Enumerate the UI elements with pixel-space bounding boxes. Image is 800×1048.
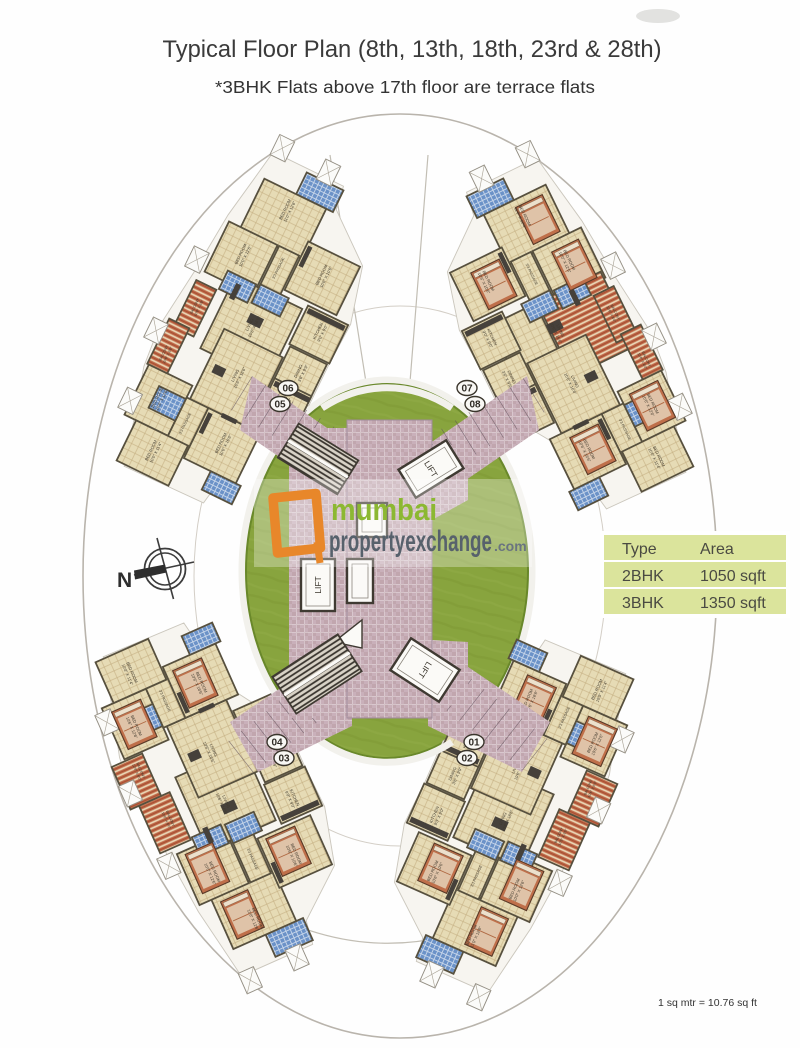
svg-text:10'6" X 6'0": 10'6" X 6'0" <box>161 811 172 830</box>
svg-text:BALCONY: BALCONY <box>610 304 621 321</box>
svg-text:BALCONY: BALCONY <box>135 762 146 780</box>
svg-text:10'6" X 6'0": 10'6" X 6'0" <box>558 828 569 847</box>
svg-text:propertyexchange: propertyexchange <box>329 525 492 558</box>
svg-text:03: 03 <box>278 754 290 765</box>
svg-text:Typical Floor Plan (8th, 13th,: Typical Floor Plan (8th, 13th, 18th, 23r… <box>163 36 662 63</box>
svg-text:DINING: DINING <box>506 370 517 385</box>
svg-text:LIFT: LIFT <box>313 576 323 593</box>
svg-text:10'6" X 6'0": 10'6" X 6'0" <box>605 305 617 324</box>
svg-text:LIVING: LIVING <box>570 374 580 388</box>
svg-text:N: N <box>117 569 132 592</box>
svg-text:BALCONY: BALCONY <box>189 297 200 314</box>
svg-text:06: 06 <box>282 384 294 395</box>
svg-text:Area: Area <box>700 541 734 558</box>
svg-text:*3BHK Flats above 17th floor a: *3BHK Flats above 17th floor are terrace… <box>215 77 595 97</box>
svg-text:02: 02 <box>461 754 473 765</box>
svg-text:04: 04 <box>271 738 283 749</box>
svg-text:BALCONY: BALCONY <box>158 344 169 361</box>
svg-text:BALCONY: BALCONY <box>583 778 594 796</box>
svg-text:LIVING: LIVING <box>230 368 240 382</box>
svg-text:10'6" X 6'0": 10'6" X 6'0" <box>636 352 648 371</box>
svg-text:BALCONY: BALCONY <box>165 810 176 828</box>
svg-text:BALCONY: BALCONY <box>554 826 565 844</box>
svg-text:Type: Type <box>622 541 657 558</box>
svg-text:LIVING: LIVING <box>209 743 219 757</box>
svg-text:07: 07 <box>461 384 473 395</box>
svg-text:LIVING: LIVING <box>555 323 565 337</box>
svg-text:05: 05 <box>274 400 286 411</box>
svg-text:10'6" X 6'0": 10'6" X 6'0" <box>587 780 598 799</box>
svg-text:BALCONY: BALCONY <box>641 351 652 368</box>
svg-text:DINING: DINING <box>447 766 457 781</box>
svg-text:10'6" X 6'0": 10'6" X 6'0" <box>162 345 174 364</box>
svg-text:LIVING: LIVING <box>221 794 231 808</box>
svg-text:1 sq mtr = 10.76 sq ft: 1 sq mtr = 10.76 sq ft <box>658 997 757 1009</box>
svg-text:3BHK: 3BHK <box>622 595 664 612</box>
svg-text:LIVING: LIVING <box>498 811 508 825</box>
svg-text:KITCHEN: KITCHEN <box>289 788 301 806</box>
svg-text:08: 08 <box>469 400 481 411</box>
svg-text:.com: .com <box>494 538 527 554</box>
svg-text:KITCHEN: KITCHEN <box>428 805 440 823</box>
svg-text:01: 01 <box>468 738 480 749</box>
svg-text:2BHK: 2BHK <box>622 568 664 585</box>
svg-text:1050 sqft: 1050 sqft <box>700 568 766 585</box>
svg-text:10'6" X 6'0": 10'6" X 6'0" <box>193 299 205 318</box>
svg-text:10'6" X 6'0": 10'6" X 6'0" <box>131 763 142 782</box>
svg-text:1350 sqft: 1350 sqft <box>700 595 766 612</box>
svg-text:LIVING: LIVING <box>244 317 254 331</box>
svg-text:mumbai: mumbai <box>331 492 437 527</box>
svg-text:DINING: DINING <box>293 364 304 379</box>
